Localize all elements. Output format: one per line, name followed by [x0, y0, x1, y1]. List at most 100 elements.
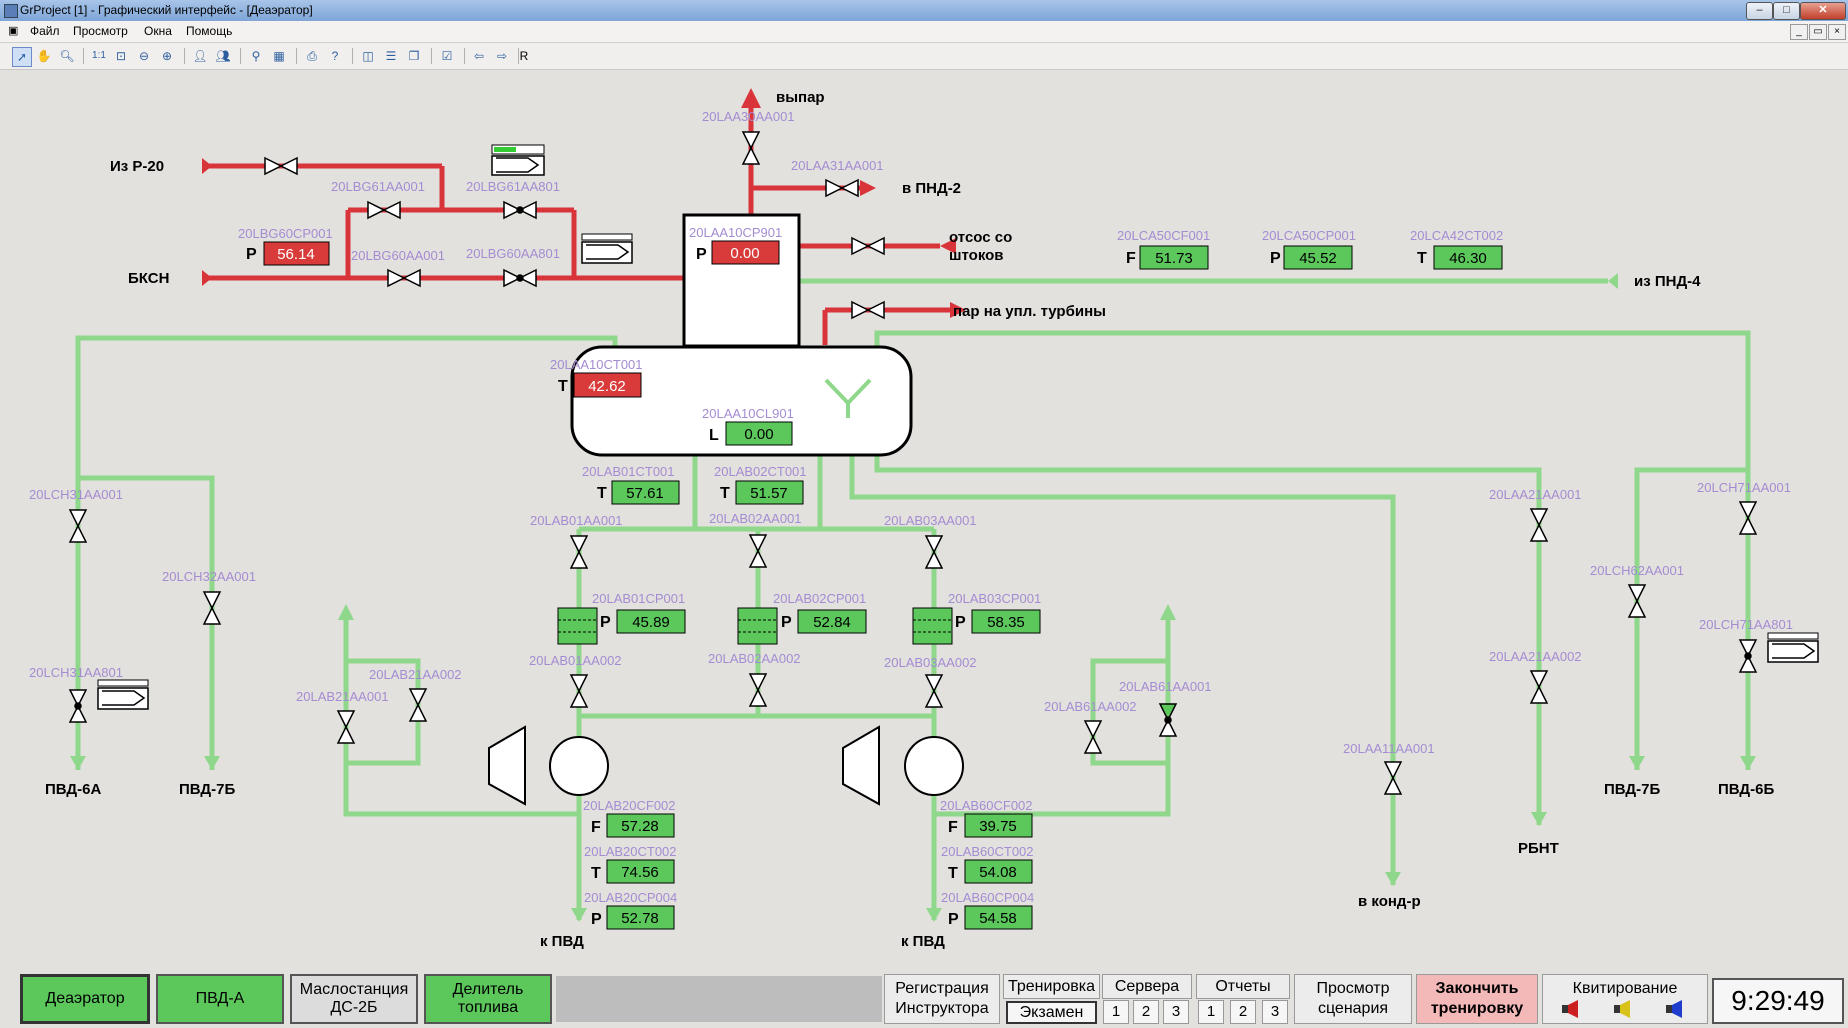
valve-20LAB03AA002[interactable] — [924, 674, 944, 708]
tag-20LBG60CP001: 20LBG60CP001 — [238, 226, 333, 241]
mdi-restore-button[interactable]: ▭ — [1809, 24, 1827, 40]
r-button[interactable]: R — [519, 49, 529, 63]
nav-deaerator-button[interactable]: Деаэратор — [20, 974, 150, 1024]
zoom-fit-icon[interactable]: ⊡ — [115, 49, 127, 63]
exam-tab[interactable]: Экзамен — [1006, 1001, 1097, 1024]
user-find-icon[interactable]: 👤︎ — [192, 49, 208, 63]
valve-20LBG61AA001[interactable] — [367, 200, 401, 220]
tile-vertical-icon[interactable]: ◫ — [362, 49, 374, 63]
help-icon[interactable]: ? — [331, 49, 339, 63]
maximize-button[interactable]: □ — [1773, 2, 1800, 20]
scenario-view-button[interactable]: Просмотр сценария — [1294, 974, 1412, 1024]
value-box-green — [611, 480, 680, 505]
valve-otsos[interactable] — [851, 236, 885, 256]
tag-20LBG60AA801: 20LBG60AA801 — [466, 246, 560, 261]
valve-par-upl[interactable] — [851, 300, 885, 320]
nav-oil-station-button[interactable]: Маслостанция ДС-2Б — [290, 974, 418, 1024]
mdi-close-button[interactable]: × — [1828, 24, 1846, 40]
menu-view[interactable]: Просмотр — [73, 24, 128, 38]
valve-20LBG60AA001[interactable] — [387, 268, 421, 288]
valve-20LAB21AA002[interactable] — [408, 688, 428, 722]
valve-20LCH31AA801[interactable] — [68, 689, 88, 723]
valve-20LAA31AA001[interactable] — [825, 178, 859, 198]
speaker-blue-icon[interactable] — [1666, 1000, 1686, 1018]
pump-2[interactable] — [842, 725, 964, 806]
valve-20LBG60AA801[interactable] — [503, 268, 537, 288]
cascade-icon[interactable]: ❐ — [408, 49, 420, 63]
pump-1[interactable] — [488, 725, 609, 806]
print-icon[interactable]: ⎙ — [307, 49, 317, 63]
value-box-green — [1283, 245, 1353, 270]
valve-20LAB01AA001[interactable] — [569, 535, 589, 569]
speaker-red-icon[interactable] — [1562, 1000, 1582, 1018]
letter-l: L — [709, 427, 719, 444]
menu-file[interactable]: Файл — [30, 24, 60, 38]
mdi-minimize-button[interactable]: _ — [1790, 24, 1808, 40]
actuator-20LBG61AA801-icon[interactable] — [491, 144, 545, 176]
hand-tool-icon[interactable]: ✋ — [36, 49, 52, 63]
zoom-in-icon[interactable]: ⊕ — [161, 49, 173, 63]
menu-help[interactable]: Помощь — [186, 24, 233, 38]
mdi-menu-icon[interactable]: ▣ — [8, 25, 19, 37]
valve-20LCH71AA801[interactable] — [1738, 639, 1758, 673]
registration-button[interactable]: Регистрация Инструктора — [884, 974, 1000, 1024]
zoom-1to1-icon[interactable]: 1:1 — [92, 50, 106, 61]
menu-windows[interactable]: Окна — [144, 24, 172, 38]
report-2-button[interactable]: 2 — [1230, 1000, 1256, 1024]
close-button[interactable]: ✕ — [1800, 2, 1846, 20]
valve-20LAB02AA001[interactable] — [748, 534, 768, 568]
binoculars-icon[interactable]: ⚲ — [251, 49, 261, 63]
valve-20LAB02AA002[interactable] — [748, 673, 768, 707]
actuator-20LCH71AA801-icon[interactable] — [1767, 632, 1819, 663]
label-pvd7b-right: ПВД-7Б — [1604, 781, 1660, 798]
pointer-tool-icon[interactable]: ➚ — [12, 47, 32, 67]
report-1-button[interactable]: 1 — [1198, 1000, 1224, 1024]
acknowledge-button[interactable]: Квитирование — [1542, 974, 1708, 1024]
window-check-icon[interactable]: ☑ — [441, 49, 453, 63]
valve-20LAB61AA002[interactable] — [1083, 720, 1103, 754]
minimize-button[interactable]: – — [1746, 2, 1773, 20]
valve-20LAB01AA002[interactable] — [569, 674, 589, 708]
valve-20LCH32AA001[interactable] — [202, 591, 222, 625]
valve-20LCH62AA001[interactable] — [1627, 584, 1647, 618]
valve-20LAA30AA001[interactable] — [741, 131, 761, 165]
tag-20LCH31AA801: 20LCH31AA801 — [29, 665, 123, 680]
valve-20LAB03AA001[interactable] — [924, 535, 944, 569]
valve-20LAA11AA001[interactable] — [1383, 761, 1403, 795]
tag-20LAB20CT002: 20LAB20CT002 — [584, 844, 677, 859]
magnifier-icon[interactable]: 🔍︎ — [59, 49, 75, 63]
server-1-button[interactable]: 1 — [1103, 1000, 1129, 1024]
actuator-20LCH31AA801-icon[interactable] — [97, 679, 149, 710]
back-arrow-icon[interactable]: ⇦ — [473, 49, 485, 63]
deaerator-tank — [570, 345, 913, 457]
tile-horizontal-icon[interactable]: ☰ — [385, 49, 397, 63]
valve-20LAA21AA002[interactable] — [1529, 670, 1549, 704]
value-20LAB02CP001: 52.84 — [813, 614, 851, 631]
nav-pvd-a-button[interactable]: ПВД-А — [156, 974, 284, 1024]
server-3-button[interactable]: 3 — [1163, 1000, 1189, 1024]
server-2-button[interactable]: 2 — [1133, 1000, 1159, 1024]
actuator-20LBG60AA801-icon[interactable] — [581, 233, 633, 264]
tag-20LAB01AA001: 20LAB01AA001 — [530, 513, 623, 528]
valve-20LBG61AA801[interactable] — [503, 200, 537, 220]
zoom-out-icon[interactable]: ⊖ — [138, 49, 150, 63]
nav-fuel-divider-button[interactable]: Делитель топлива — [424, 974, 552, 1024]
valve-20LAB21AA001[interactable] — [336, 710, 356, 744]
speaker-yellow-icon[interactable] — [1614, 1000, 1634, 1018]
forward-arrow-icon[interactable]: ⇨ — [496, 49, 508, 63]
valve-20LAA21AA001[interactable] — [1529, 508, 1549, 542]
report-3-button[interactable]: 3 — [1262, 1000, 1288, 1024]
finish-training-button[interactable]: Закончить тренировку — [1416, 974, 1538, 1024]
valve-20LCH71AA001[interactable] — [1738, 501, 1758, 535]
valve-20LCH31AA001[interactable] — [68, 509, 88, 543]
empty-nav-area — [556, 976, 882, 1022]
training-tab[interactable]: Тренировка — [1003, 974, 1100, 999]
letter-p: P — [591, 911, 602, 928]
user-settings-icon[interactable]: 👥︎ — [215, 49, 231, 63]
valve-20LAB61AA001[interactable] — [1158, 703, 1178, 737]
value-box-green — [606, 905, 675, 930]
value-20LBG60CP001: 56.14 — [277, 246, 315, 263]
valve-iz-r20[interactable] — [264, 156, 298, 176]
tag-20LCH32AA001: 20LCH32AA001 — [162, 569, 256, 584]
table-icon[interactable]: ▦ — [273, 49, 285, 63]
